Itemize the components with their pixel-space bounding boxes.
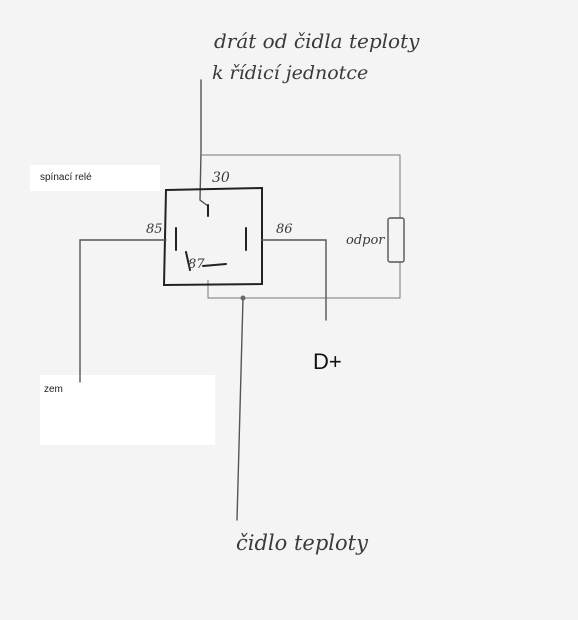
resistor-label: odpor <box>346 233 385 248</box>
control-unit-wire <box>199 79 209 207</box>
pin-86-label: 86 <box>276 222 293 237</box>
pin-85-label: 85 <box>146 222 163 237</box>
ground-wire <box>79 239 167 383</box>
d-plus-label: D+ <box>313 349 342 374</box>
relay-contact-87 <box>202 263 227 267</box>
resistor-bottom-wire <box>207 262 401 299</box>
pin-87-label: 87 <box>188 257 205 272</box>
relay-title: spínací relé <box>40 172 92 183</box>
ground-label-bg <box>40 375 215 445</box>
d-plus-wire <box>261 239 327 321</box>
ground-label: zem <box>44 384 63 395</box>
sensor-label: čidlo teploty <box>236 531 369 555</box>
relay-contact-87-stub <box>185 251 191 271</box>
junction-node <box>240 295 246 301</box>
control-unit-label-line2: k řídicí jednotce <box>212 62 368 84</box>
resistor <box>387 217 405 263</box>
sensor-wire <box>236 297 244 521</box>
relay-box <box>162 186 263 287</box>
control-unit-label-line1: drát od čidla teploty <box>214 29 420 53</box>
pin-30-label: 30 <box>212 170 230 186</box>
resistor-top-wire <box>200 154 401 218</box>
relay-label-bg <box>30 165 160 191</box>
